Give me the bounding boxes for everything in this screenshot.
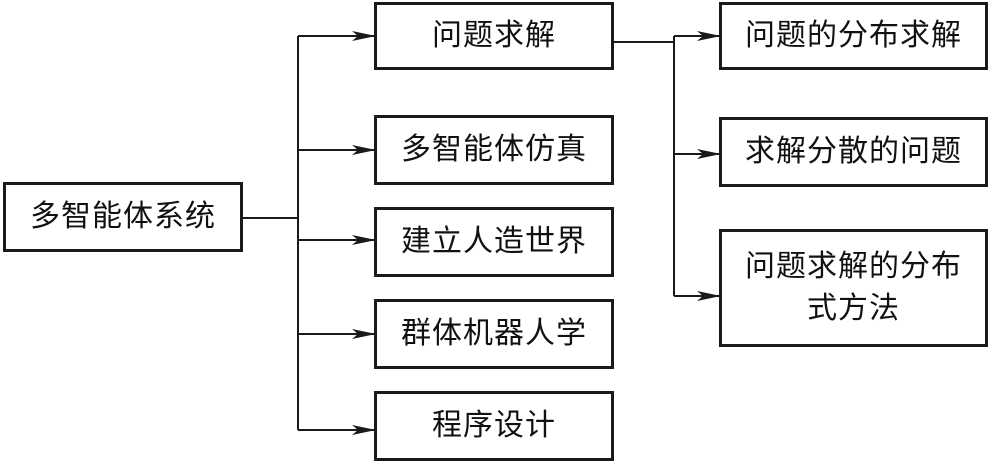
branch-node-label: 多智能体仿真 — [401, 132, 587, 167]
root-node-label: 多智能体系统 — [30, 199, 216, 234]
sub-node-distributed-methods: 问题求解的分布式方法 — [719, 229, 988, 347]
branch-node-artificial-world: 建立人造世界 — [374, 207, 614, 277]
branch-node-label: 群体机器人学 — [401, 316, 587, 351]
branch-node-multi-agent-simulation: 多智能体仿真 — [374, 115, 614, 185]
branch-node-label: 程序设计 — [432, 408, 556, 443]
sub-node-label: 问题的分布求解 — [745, 18, 962, 53]
sub-node-label: 求解分散的问题 — [745, 134, 962, 169]
sub-node-label: 问题求解的分布式方法 — [745, 249, 962, 326]
branch-node-problem-solving: 问题求解 — [374, 2, 614, 70]
branch-node-label: 问题求解 — [432, 18, 556, 53]
branch-node-label: 建立人造世界 — [401, 224, 587, 259]
sub-node-distributed-solving: 问题的分布求解 — [719, 2, 988, 70]
branch-node-swarm-robotics: 群体机器人学 — [374, 299, 614, 369]
sub-node-solving-distributed-problems: 求解分散的问题 — [719, 117, 988, 187]
branch-node-programming: 程序设计 — [374, 391, 614, 461]
root-node-multi-agent-system: 多智能体系统 — [3, 182, 243, 252]
